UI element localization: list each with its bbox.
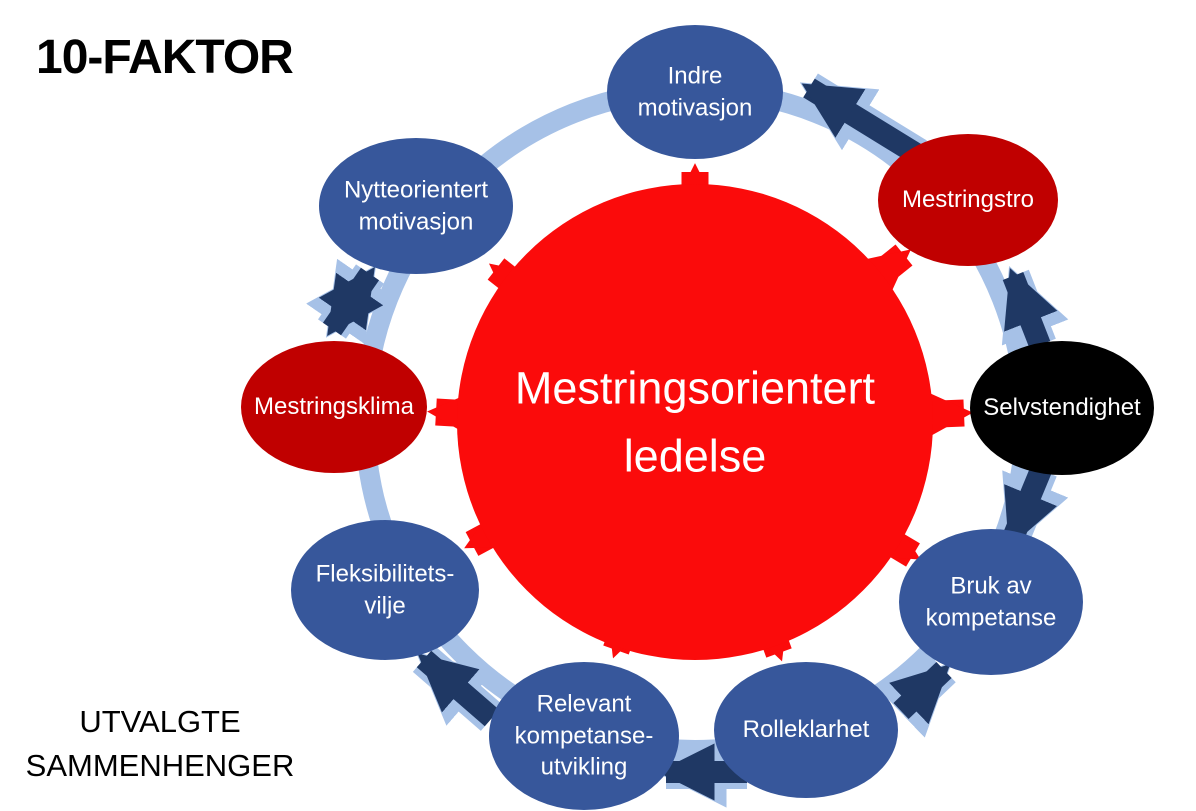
ellipse-indre-motivasjon xyxy=(607,25,783,159)
ellipse-mestringsklima xyxy=(241,341,427,473)
ellipse-relevant-kompetanseutvikling xyxy=(489,662,679,810)
ellipse-rolleklarhet xyxy=(714,662,898,798)
footer-caption: UTVALGTE SAMMENHENGER xyxy=(25,704,295,784)
arrow-mestringstro-to-indre-motivasjon xyxy=(801,78,924,165)
arrow-selvstendighet-to-bruk-av-kompetanse xyxy=(1001,465,1058,548)
arrow-selvstendighet-to-mestringstro xyxy=(1002,268,1058,350)
ring-arrows xyxy=(318,78,1058,801)
ellipse-mestringstro xyxy=(878,134,1058,266)
arrow-relevant-to-fleksibilitetsvilje xyxy=(416,650,500,727)
ellipse-selvstendighet xyxy=(970,341,1154,475)
factor-ellipses xyxy=(241,25,1154,810)
ellipse-nytteorientert-motivasjon xyxy=(319,138,513,274)
ellipse-fleksibilitetsvilje xyxy=(291,520,479,660)
page-title: 10-FAKTOR xyxy=(36,31,294,84)
ellipse-bruk-av-kompetanse xyxy=(899,529,1083,675)
arrow-rolleklarhet-to-bruk-av-kompetanse xyxy=(889,662,952,725)
arrow-mestringsklima-nytteorientert-bidirectional xyxy=(318,266,384,337)
center-circle-mestringsorientert-ledelse xyxy=(457,184,933,660)
